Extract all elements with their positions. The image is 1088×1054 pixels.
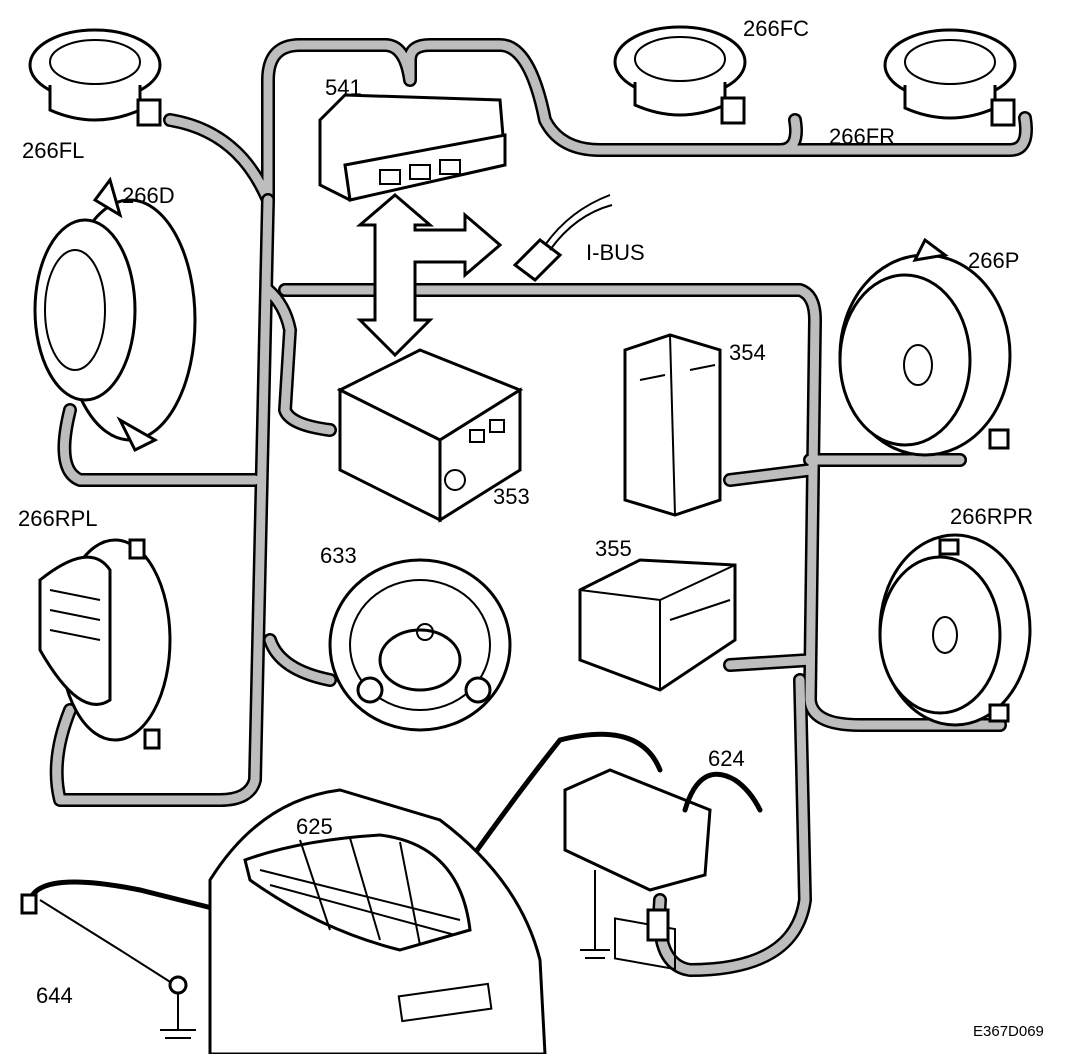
label-266D: 266D: [122, 183, 175, 208]
speaker-266FC[interactable]: [613, 25, 747, 125]
label-625: 625: [296, 814, 333, 839]
antenna-ground-644[interactable]: [20, 893, 196, 1039]
label-541: 541: [325, 75, 362, 100]
label-644: 644: [36, 983, 73, 1008]
drawing-reference: E367D069: [973, 1023, 1044, 1040]
antenna-amplifier-624[interactable]: [563, 768, 763, 971]
speaker-266FL[interactable]: [28, 28, 162, 127]
label-633: 633: [320, 543, 357, 568]
label-i-bus: I-BUS: [586, 240, 645, 265]
speaker-266RPR[interactable]: [878, 533, 1032, 727]
label-266RPL: 266RPL: [18, 506, 98, 531]
label-354: 354: [729, 340, 766, 365]
amplifier-354[interactable]: [623, 333, 722, 517]
speaker-266P[interactable]: [838, 237, 1012, 457]
label-266RPR: 266RPR: [950, 504, 1034, 529]
cd-changer-355[interactable]: [578, 558, 737, 692]
i-bus-connector[interactable]: [512, 194, 613, 282]
display-unit-541[interactable]: [318, 93, 507, 202]
label-353: 353: [493, 484, 530, 509]
label-266FL: 266FL: [22, 138, 85, 163]
label-624: 624: [708, 746, 745, 771]
steering-wheel-633[interactable]: [328, 558, 512, 732]
speaker-266D[interactable]: [33, 176, 197, 453]
wiring-harness: [49, 38, 1033, 977]
label-266P: 266P: [968, 248, 1020, 273]
label-266FR: 266FR: [829, 124, 896, 149]
label-266FC: 266FC: [743, 16, 810, 41]
label-355: 355: [595, 536, 632, 561]
rear-window-antenna-625[interactable]: [208, 788, 547, 1054]
speaker-266FR[interactable]: [883, 28, 1017, 127]
data-arrow: [355, 193, 503, 358]
radio-head-unit-353[interactable]: [336, 348, 524, 523]
speaker-266RPL[interactable]: [38, 538, 172, 750]
